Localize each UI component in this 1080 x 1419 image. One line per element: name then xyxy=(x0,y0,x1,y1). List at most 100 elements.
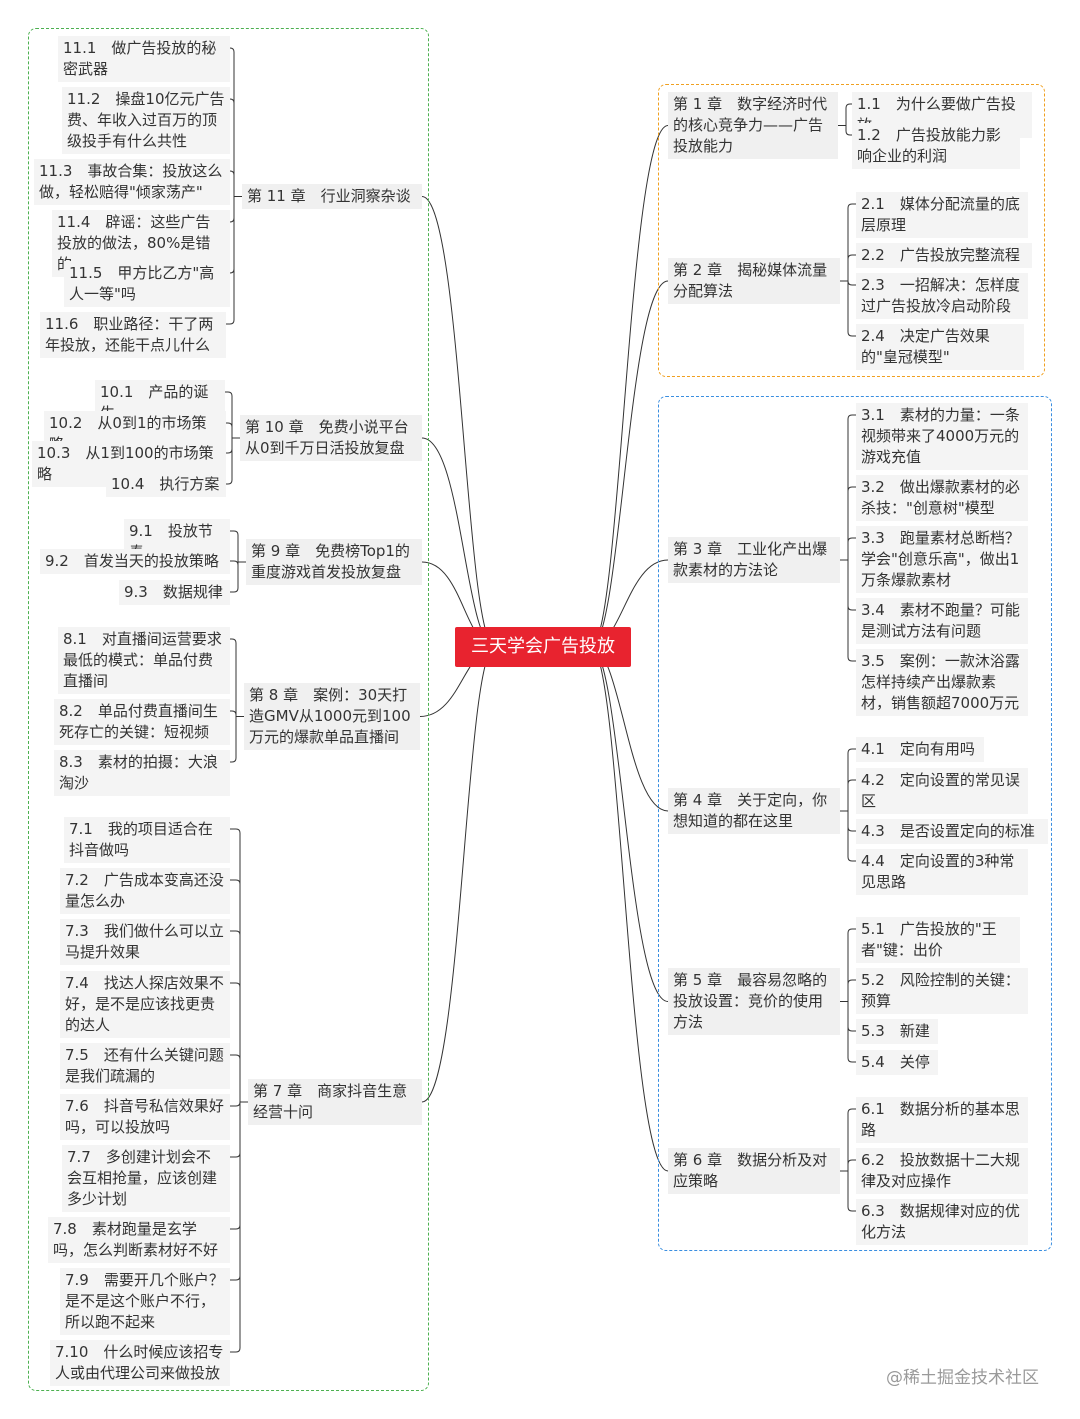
link-chapter-5-item-4 xyxy=(840,1001,856,1063)
item-7-7[interactable]: 7.7 多创建计划会不会互相抢量，应该创建多少计划 xyxy=(62,1145,230,1212)
item-11-1[interactable]: 11.1 做广告投放的秘密武器 xyxy=(58,36,230,82)
link-chapter-3-item-3 xyxy=(840,537,856,561)
group-box-left xyxy=(28,28,429,1391)
chapter-11[interactable]: 第 11 章 行业洞察杂谈 xyxy=(242,184,422,209)
item-1-2[interactable]: 1.2 广告投放能力影响企业的利润 xyxy=(852,123,1020,169)
item-11-5[interactable]: 11.5 甲方比乙方"高人一等"吗 xyxy=(64,261,230,307)
item-5-1[interactable]: 5.1 广告投放的"王者"键：出价 xyxy=(856,917,1020,963)
link-chapter-11-item-3 xyxy=(229,170,242,197)
item-8-2[interactable]: 8.2 单品付费直播间生死存亡的关键：短视频 xyxy=(54,699,230,745)
item-5-4[interactable]: 5.4 关停 xyxy=(856,1050,938,1075)
link-chapter-6-item-1 xyxy=(840,1108,856,1172)
group-box-right-top xyxy=(658,84,1045,377)
link-chapter-4-item-2 xyxy=(840,779,856,812)
item-3-5[interactable]: 3.5 案例：一款沐浴露怎样持续产出爆款素材，销售额超7000万元 xyxy=(856,649,1028,716)
link-root-chapter-2 xyxy=(590,280,669,648)
item-7-1[interactable]: 7.1 我的项目适合在抖音做吗 xyxy=(64,817,230,863)
group-box-right-bottom xyxy=(658,396,1052,1251)
link-chapter-1-item-1 xyxy=(838,103,852,126)
link-chapter-11-item-2 xyxy=(229,98,242,197)
link-chapter-7-item-1 xyxy=(230,828,248,1103)
link-chapter-7-item-2 xyxy=(230,879,248,1103)
item-4-3[interactable]: 4.3 是否设置定向的标准 xyxy=(856,819,1048,844)
link-chapter-4-item-4 xyxy=(840,810,856,862)
item-7-6[interactable]: 7.6 抖音号私信效果好吗，可以投放吗 xyxy=(60,1094,230,1140)
root-topic[interactable]: 三天学会广告投放 xyxy=(455,627,631,667)
item-11-3[interactable]: 11.3 事故合集：投放这么做，轻松赔得"倾家荡产" xyxy=(34,159,230,205)
chapter-4[interactable]: 第 4 章 关于定向，你想知道的都在这里 xyxy=(668,788,840,834)
item-8-3[interactable]: 8.3 素材的拍摄：大浪淘沙 xyxy=(54,750,230,796)
item-3-4[interactable]: 3.4 素材不跑量？可能是测试方法有问题 xyxy=(856,598,1028,644)
link-chapter-2-item-2 xyxy=(840,254,856,282)
chapter-1[interactable]: 第 1 章 数字经济时代的核心竞争力——广告投放能力 xyxy=(668,92,838,159)
link-chapter-3-item-1 xyxy=(840,414,856,561)
link-root-chapter-10 xyxy=(421,437,496,648)
item-7-2[interactable]: 7.2 广告成本变高还没量怎么办 xyxy=(60,868,230,914)
link-chapter-3-item-2 xyxy=(840,486,856,561)
link-chapter-10-item-4 xyxy=(226,437,240,485)
chapter-5[interactable]: 第 5 章 最容易忽略的投放设置：竞价的使用方法 xyxy=(668,968,840,1035)
item-2-1[interactable]: 2.1 媒体分配流量的底层原理 xyxy=(856,192,1028,238)
item-10-4[interactable]: 10.4 执行方案 xyxy=(106,472,226,497)
link-chapter-1-item-2 xyxy=(838,125,852,136)
item-11-6[interactable]: 11.6 职业路径：干了两年投放，还能干点儿什么 xyxy=(40,312,226,358)
item-6-2[interactable]: 6.2 投放数据十二大规律及对应操作 xyxy=(856,1148,1028,1194)
chapter-6[interactable]: 第 6 章 数据分析及对应策略 xyxy=(668,1148,840,1194)
link-chapter-7-item-4 xyxy=(230,982,248,1103)
link-chapter-9-item-1 xyxy=(230,530,246,563)
item-2-2[interactable]: 2.2 广告投放完整流程 xyxy=(856,243,1032,268)
item-3-3[interactable]: 3.3 跑量素材总断档？学会"创意乐高"，做出1万条爆款素材 xyxy=(856,526,1028,593)
link-root-chapter-1 xyxy=(590,125,669,648)
item-4-1[interactable]: 4.1 定向有用吗 xyxy=(856,737,984,762)
link-chapter-7-item-5 xyxy=(230,1054,248,1103)
link-chapter-6-item-2 xyxy=(840,1159,856,1172)
link-root-chapter-6 xyxy=(590,646,669,1172)
item-7-8[interactable]: 7.8 素材跑量是玄学吗，怎么判断素材好不好 xyxy=(48,1217,230,1263)
chapter-10[interactable]: 第 10 章 免费小说平台从0到千万日活投放复盘 xyxy=(240,415,422,461)
link-chapter-6-item-3 xyxy=(840,1170,856,1212)
link-chapter-8-item-2 xyxy=(230,710,244,717)
link-chapter-10-item-1 xyxy=(225,391,240,439)
item-2-3[interactable]: 2.3 一招解决：怎样度过广告投放冷启动阶段 xyxy=(856,273,1028,319)
link-root-chapter-7 xyxy=(421,646,496,1103)
item-6-1[interactable]: 6.1 数据分析的基本思路 xyxy=(856,1097,1028,1143)
link-chapter-11-item-6 xyxy=(226,196,242,325)
link-root-chapter-11 xyxy=(421,196,496,648)
chapter-3[interactable]: 第 3 章 工业化产出爆款素材的方法论 xyxy=(668,537,840,583)
item-5-2[interactable]: 5.2 风险控制的关键：预算 xyxy=(856,968,1028,1014)
link-chapter-5-item-1 xyxy=(840,928,856,1002)
link-chapter-8-item-3 xyxy=(230,716,244,763)
item-5-3[interactable]: 5.3 新建 xyxy=(856,1019,938,1044)
link-chapter-9-item-3 xyxy=(230,561,246,593)
link-chapter-4-item-1 xyxy=(840,748,856,812)
item-7-3[interactable]: 7.3 我们做什么可以立马提升效果 xyxy=(60,919,230,965)
item-11-2[interactable]: 11.2 操盘10亿元广告费、年收入过百万的顶级投手有什么共性 xyxy=(62,87,230,154)
item-7-10[interactable]: 7.10 什么时候应该招专人或由代理公司来做投放 xyxy=(50,1340,230,1386)
item-3-2[interactable]: 3.2 做出爆款素材的必杀技："创意树"模型 xyxy=(856,475,1028,521)
item-6-3[interactable]: 6.3 数据规律对应的优化方法 xyxy=(856,1199,1028,1245)
item-2-4[interactable]: 2.4 决定广告效果的"皇冠模型" xyxy=(856,324,1024,370)
chapter-7[interactable]: 第 7 章 商家抖音生意经营十问 xyxy=(248,1079,422,1125)
link-chapter-3-item-5 xyxy=(840,559,856,662)
chapter-9[interactable]: 第 9 章 免费榜Top1的重度游戏首发投放复盘 xyxy=(246,539,422,585)
link-root-chapter-4 xyxy=(590,646,669,812)
item-7-5[interactable]: 7.5 还有什么关键问题是我们疏漏的 xyxy=(60,1043,230,1089)
item-3-1[interactable]: 3.1 素材的力量：一条视频带来了4000万元的游戏充值 xyxy=(856,403,1028,470)
link-chapter-8-item-1 xyxy=(230,638,244,717)
item-9-2[interactable]: 9.2 首发当天的投放策略 xyxy=(40,549,230,574)
item-7-9[interactable]: 7.9 需要开几个账户？是不是这个账户不行，所以跑不起来 xyxy=(60,1268,230,1335)
chapter-8[interactable]: 第 8 章 案例：30天打造GMV从1000元到100万元的爆款单品直播间 xyxy=(244,683,420,750)
watermark: @稀土掘金技术社区 xyxy=(886,1368,1039,1388)
link-chapter-2-item-4 xyxy=(840,280,856,337)
link-chapter-5-item-2 xyxy=(840,979,856,1002)
chapter-2[interactable]: 第 2 章 揭秘媒体流量分配算法 xyxy=(668,258,840,304)
item-9-3[interactable]: 9.3 数据规律 xyxy=(119,580,230,605)
item-7-4[interactable]: 7.4 找达人探店效果不好，是不是应该找更贵的达人 xyxy=(60,971,230,1038)
item-8-1[interactable]: 8.1 对直播间运营要求最低的模式：单品付费直播间 xyxy=(58,627,230,694)
link-chapter-10-item-2 xyxy=(226,422,240,439)
item-4-4[interactable]: 4.4 定向设置的3种常见思路 xyxy=(856,849,1028,895)
item-4-2[interactable]: 4.2 定向设置的常见误区 xyxy=(856,768,1028,814)
link-chapter-2-item-1 xyxy=(840,203,856,282)
link-chapter-7-item-10 xyxy=(230,1101,248,1353)
